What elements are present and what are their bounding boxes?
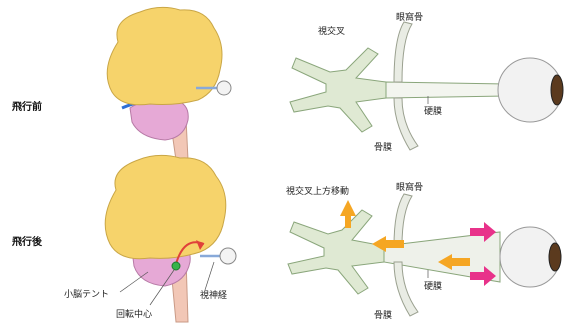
brain-before (107, 7, 231, 160)
label-chiasm-shift: 視交叉上方移動 (286, 184, 349, 197)
rotation-pivot (172, 262, 180, 270)
label-optic-nerve: 視神経 (200, 288, 227, 301)
chiasm-before (290, 48, 386, 132)
iris-before (551, 75, 563, 105)
chiasm-after (288, 210, 384, 294)
optic-pathway-after (288, 194, 561, 316)
label-periosteum-bottom: 骨膜 (374, 308, 392, 321)
label-optic-chiasm: 視交叉 (318, 24, 345, 37)
eye-after (220, 248, 236, 264)
iris-after (549, 243, 561, 271)
label-periosteum-top: 骨膜 (374, 140, 392, 153)
leader-optic-nerve (205, 262, 214, 290)
label-orbital-bone-bottom: 眼窩骨 (396, 180, 423, 193)
optic-nerve-sheath-before (386, 82, 506, 98)
cerebrum-before (107, 7, 222, 104)
label-sclera-top: 硬膜 (424, 104, 442, 117)
orbital-bone-lower-after (394, 262, 418, 316)
label-sclera-bottom: 硬膜 (424, 279, 442, 292)
leader-tentorium (120, 272, 148, 292)
orbital-bone-upper-after (394, 194, 412, 246)
cerebellum-before (130, 100, 188, 140)
eye-before (217, 81, 231, 95)
optic-pathway-before (290, 22, 563, 150)
orbital-bone-upper-before (394, 22, 412, 82)
orbital-bone-lower-before (394, 98, 418, 150)
label-tentorium: 小脳テント (64, 287, 109, 300)
cerebrum-after (105, 155, 226, 258)
label-rotation-center: 回転中心 (116, 307, 152, 320)
label-orbital-bone-top: 眼窩骨 (396, 10, 423, 23)
